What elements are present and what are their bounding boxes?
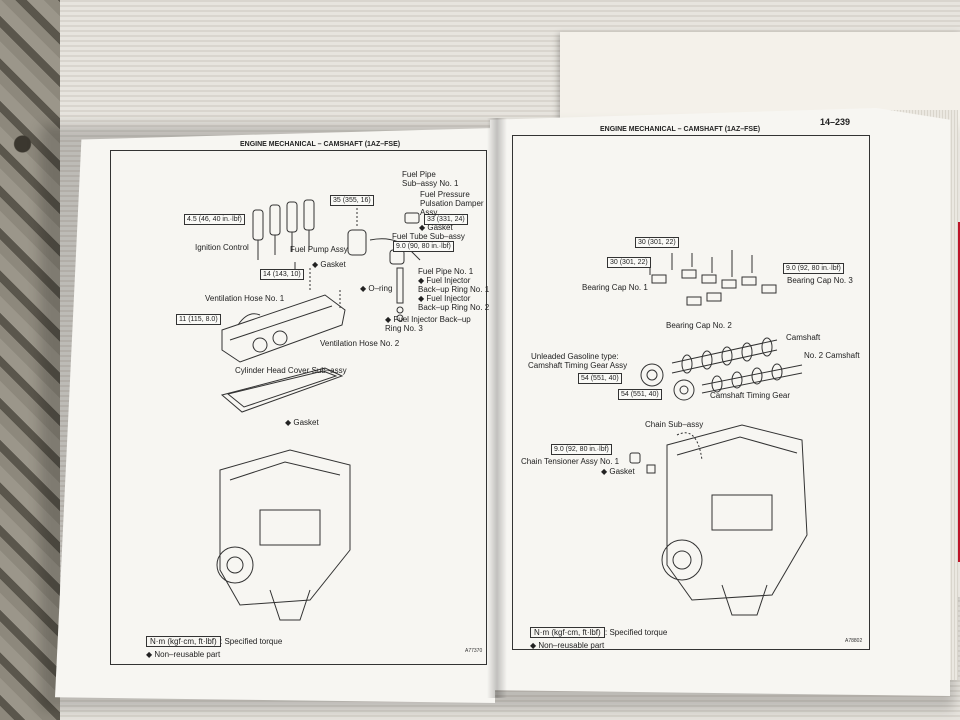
torque-box: 9.0 (92, 80 in.·lbf) [551, 444, 612, 455]
label-chain-sub: Chain Sub–assy [645, 420, 704, 429]
label-bearing-cap2: Bearing Cap No. 2 [666, 321, 732, 330]
torque-box: 14 (143, 10) [260, 269, 304, 280]
torque-box: 9.0 (92, 80 in.·lbf) [783, 263, 844, 274]
label-ignition-control: Ignition Control [195, 243, 249, 252]
label-fuel-pipe-sub: Fuel Pipe Sub–assy No. 1 [402, 170, 459, 188]
label-ventilation-hose1: Ventilation Hose No. 1 [205, 294, 285, 303]
torque-box: 54 (551, 40) [618, 389, 662, 400]
right-exploded-diagram [512, 135, 870, 650]
label-fuel-injector: ◆ Fuel Injector [418, 276, 471, 285]
left-page-header: ENGINE MECHANICAL – CAMSHAFT (1AZ–FSE) [240, 141, 401, 148]
page-number: 14–239 [820, 117, 851, 127]
label-camshaft: Camshaft [786, 333, 821, 342]
torque-box: 4.5 (46, 40 in.·lbf) [184, 214, 245, 225]
label-gasket-bottom: ◆ Gasket [285, 418, 319, 427]
label-cylinder-head-cover: Cylinder Head Cover Sub–assy [235, 366, 347, 375]
figure-code: A78802 [845, 638, 863, 644]
legend-key: N·m (kgf·cm, ft·lbf) [146, 636, 221, 647]
label-unleaded: Unleaded Gasoline type: [531, 352, 619, 361]
legend-specified: : Specified torque [220, 637, 283, 646]
label-o-ring: ◆ O–ring [360, 284, 393, 293]
label-fuel-injector-backup2: ◆ Fuel Injector Back–up Ring No. 2 [418, 294, 489, 312]
label-chain-tensioner: Chain Tensioner Assy No. 1 [521, 457, 620, 466]
legend-nonreusable: ◆ Non–reusable part [146, 650, 221, 659]
right-page-frame [512, 135, 870, 650]
legend-nonreusable: ◆ Non–reusable part [530, 641, 605, 650]
torque-box: 11 (115, 8.0) [176, 314, 221, 325]
label-gasket: ◆ Gasket [601, 467, 635, 476]
torque-box: 54 (551, 40) [578, 373, 622, 384]
label-timing-gear: Camshaft Timing Gear [710, 391, 791, 400]
legend-specified: : Specified torque [605, 628, 668, 637]
torque-box: 9.0 (90, 80 in.·lbf) [393, 241, 454, 252]
label-ventilation-hose2: Ventilation Hose No. 2 [320, 339, 400, 348]
label-timing-gear-assy: Camshaft Timing Gear Assy [528, 361, 628, 370]
figure-code: A77370 [465, 648, 483, 654]
torque-box: 33 (331, 24) [424, 214, 468, 225]
label-fuel-pressure-damper: Fuel Pressure Pulsation Damper Assy [420, 190, 484, 217]
legend-key: N·m (kgf·cm, ft·lbf) [530, 627, 605, 638]
left-page [55, 128, 495, 703]
label-gasket-mid: ◆ Gasket [312, 260, 346, 269]
ignition-coils [253, 200, 314, 260]
book-gutter [487, 118, 507, 698]
left-page-frame [110, 150, 487, 665]
label-fuel-injector-backup3: ◆ Fuel Injector Back–up Ring No. 3 [385, 315, 471, 333]
torque-box: 30 (301, 22) [607, 257, 651, 268]
label-fuel-pipe-no1: Fuel Pipe No. 1 [418, 267, 474, 276]
label-bearing-cap3: Bearing Cap No. 3 [787, 276, 853, 285]
label-no2-camshaft: No. 2 Camshaft [804, 351, 860, 360]
label-gasket-top: ◆ Gasket [419, 223, 453, 232]
label-bearing-cap1: Bearing Cap No. 1 [582, 283, 648, 292]
label-fuel-tube: Fuel Tube Sub–assy [392, 232, 465, 241]
label-backup-ring1: Back–up Ring No. 1 [418, 285, 490, 294]
label-fuel-pump-assy: Fuel Pump Assy [290, 245, 348, 254]
torque-box: 35 (355, 16) [330, 195, 374, 206]
right-page-header: ENGINE MECHANICAL – CAMSHAFT (1AZ–FSE) [600, 126, 761, 133]
torque-box: 30 (301, 22) [635, 237, 679, 248]
